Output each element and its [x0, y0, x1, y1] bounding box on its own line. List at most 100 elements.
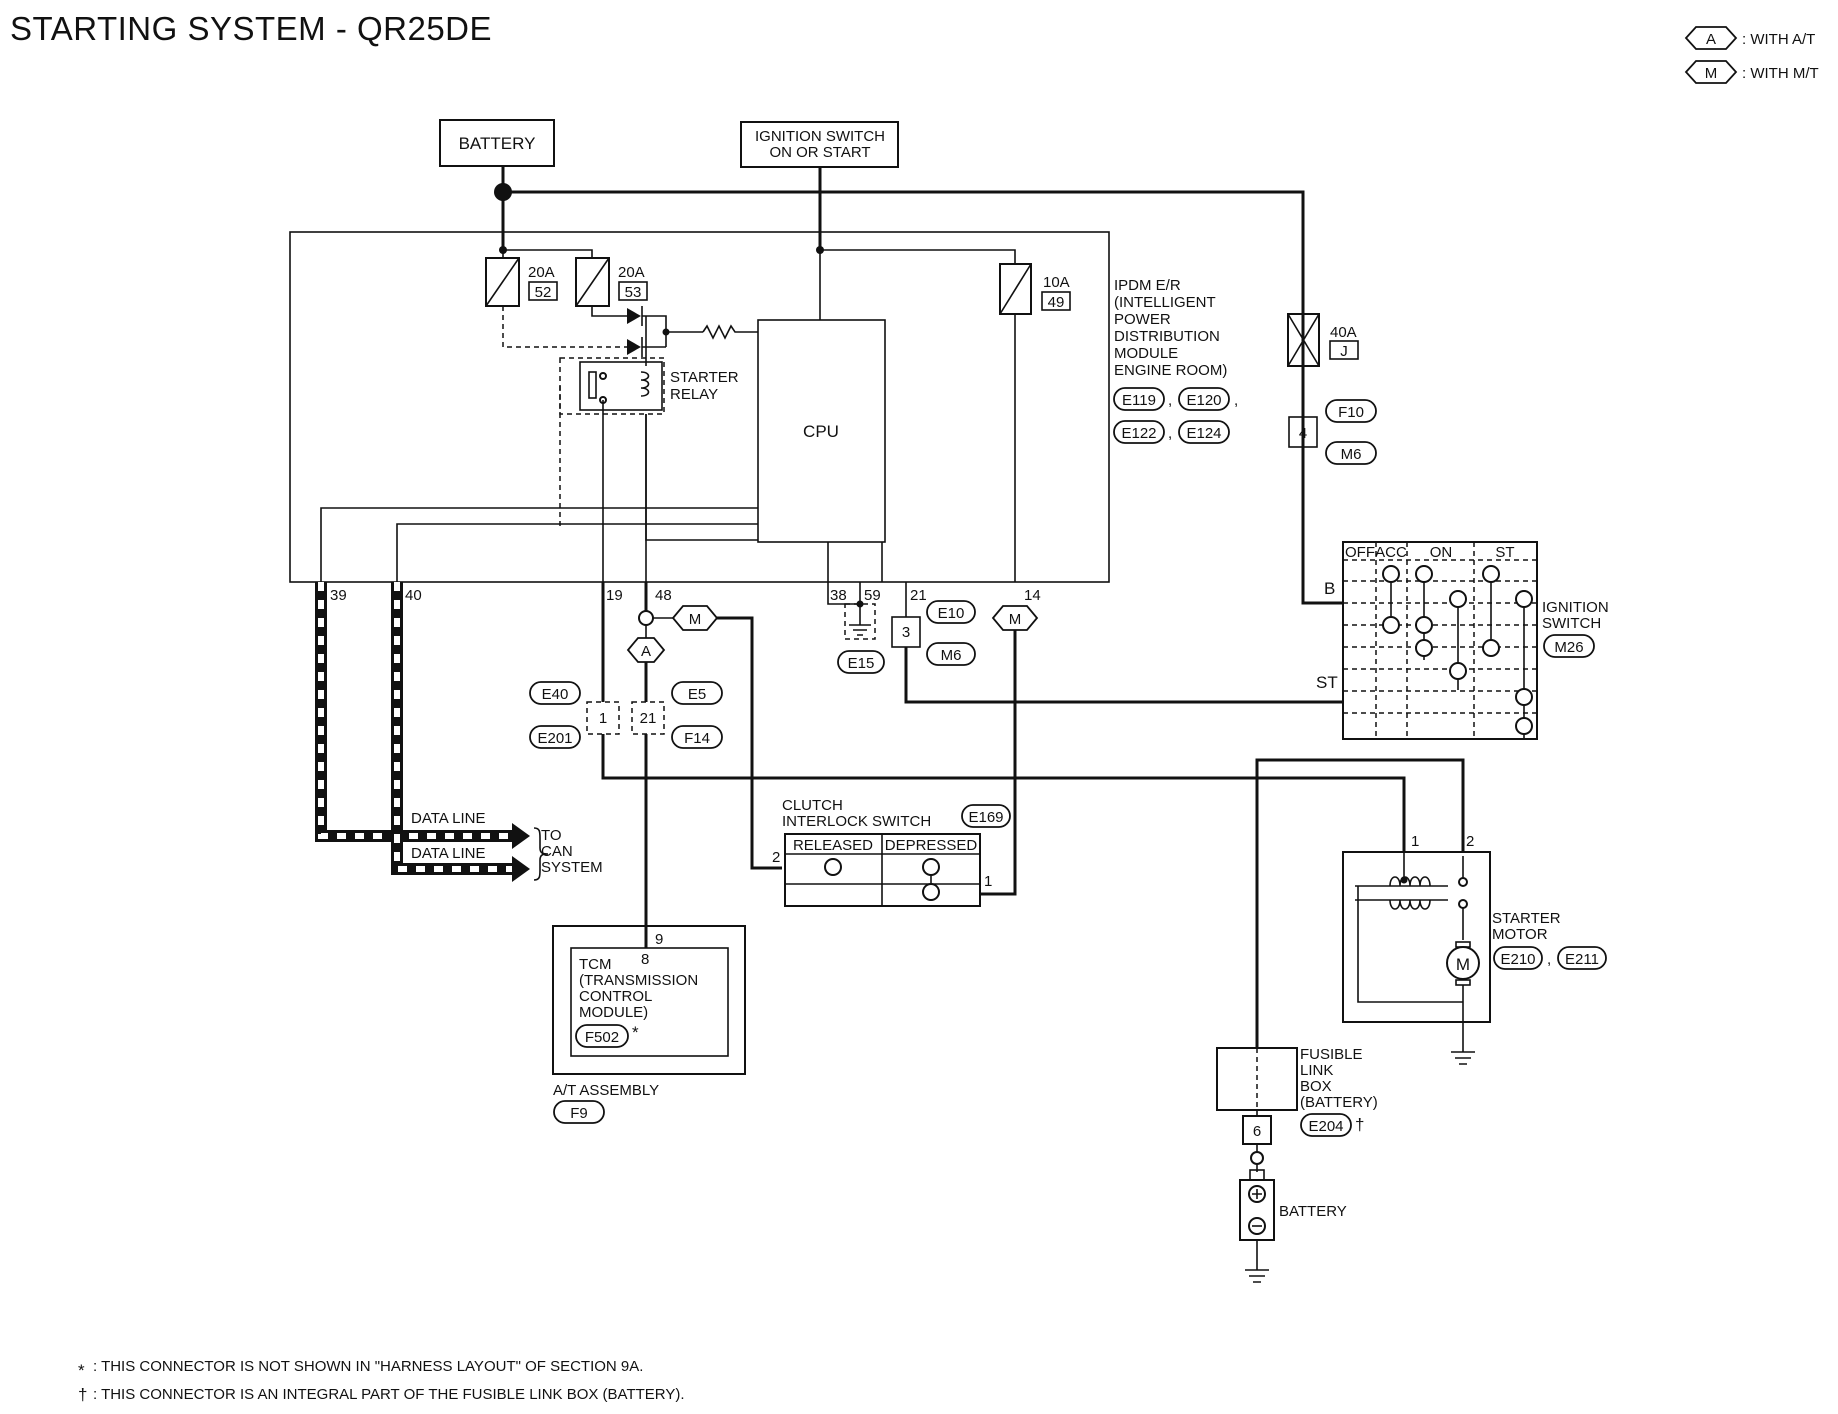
connector-e120: E120	[1186, 392, 1221, 409]
svg-text:CONTROL: CONTROL	[579, 988, 652, 1005]
svg-text:ON: ON	[1430, 544, 1453, 561]
svg-text:LINK: LINK	[1300, 1062, 1333, 1079]
fuse-53: 20A 53	[503, 249, 648, 317]
svg-text:BOX: BOX	[1300, 1078, 1332, 1095]
pin-14-path: M	[980, 605, 1039, 896]
connector-f14: F14	[684, 730, 710, 747]
fuse-49-num: 49	[1048, 294, 1065, 311]
to-can-2: CAN	[541, 843, 573, 860]
starter-pin-2: 2	[1466, 833, 1474, 850]
clutch-interlock-switch: CLUTCH INTERLOCK SWITCH E169 RELEASED DE…	[772, 797, 1011, 907]
connector-e122: E122	[1121, 425, 1156, 442]
can-internal-40	[396, 523, 758, 582]
footnote-2-symbol: †	[78, 1385, 87, 1404]
fuse-53-num: 53	[625, 284, 642, 301]
to-can-1: TO	[541, 827, 562, 844]
starter-motor-label1: STARTER	[1492, 910, 1561, 927]
ignition-row-b: B	[1324, 579, 1335, 598]
fuse-52-amp: 20A	[528, 264, 555, 281]
legend: A : WITH A/T M : WITH M/T	[1684, 26, 1819, 84]
connector-pin-4: 4	[1299, 425, 1307, 442]
clutch-label2: INTERLOCK SWITCH	[782, 813, 931, 830]
connector-pin-1: 1	[599, 710, 607, 727]
battery-feed-wires	[494, 166, 1343, 605]
can-data-lines: DATA LINE DATA LINE TO CAN SYSTEM	[315, 582, 603, 882]
fusible-link-box: 6 FUSIBLE LINK BOX (BATTERY) E204 †	[1216, 1046, 1378, 1172]
to-can-3: SYSTEM	[541, 859, 603, 876]
battery-source-box	[439, 119, 555, 167]
svg-text:59: 59	[864, 587, 881, 604]
ipdm-box	[289, 231, 1110, 583]
tcm-pin-9: 9	[655, 931, 663, 948]
svg-text:39: 39	[330, 587, 347, 604]
connector-e204: E204	[1308, 1118, 1343, 1135]
ignition-switch: OFF ACC ON ST B ST IGNITION SWITCH M26	[1316, 541, 1609, 740]
svg-text:FUSIBLE: FUSIBLE	[1300, 1046, 1363, 1063]
ignition-row-st: ST	[1316, 673, 1338, 692]
connector-m26: M26	[1554, 639, 1583, 656]
svg-text:DISTRIBUTION: DISTRIBUTION	[1114, 328, 1220, 345]
variant-a-symbol	[626, 637, 666, 663]
footnote-1-symbol: *	[78, 1361, 85, 1380]
connector-f10: F10	[1338, 404, 1364, 421]
starter-motor-label2: MOTOR	[1492, 926, 1548, 943]
connector-e15: E15	[848, 655, 875, 672]
connector-e5: E5	[688, 686, 706, 703]
svg-text:40: 40	[405, 587, 422, 604]
fusible-pin-6: 6	[1253, 1123, 1261, 1140]
connector-e124: E124	[1186, 425, 1221, 442]
connector-e119: E119	[1122, 392, 1156, 409]
fuse-49-amp: 10A	[1043, 274, 1070, 291]
svg-text:IPDM E/R: IPDM E/R	[1114, 277, 1181, 294]
legend-m-text: : WITH M/T	[1742, 65, 1819, 82]
svg-text:38: 38	[830, 587, 847, 604]
footnotes: * : THIS CONNECTOR IS NOT SHOWN IN "HARN…	[78, 1358, 685, 1404]
battery-bottom-label: BATTERY	[1279, 1203, 1347, 1220]
connector-e211: E211	[1565, 951, 1599, 968]
cpu-label: CPU	[803, 422, 839, 441]
connector-e10: E10	[938, 605, 965, 622]
fuse-49: 10A 49	[999, 263, 1071, 582]
connector-f502: F502	[585, 1029, 619, 1046]
connector-m6-right: M6	[1341, 446, 1362, 463]
pin-48-junction: M A	[626, 582, 782, 870]
pin-21-path: 3 E10 M6	[891, 582, 1343, 704]
footnote-2: : THIS CONNECTOR IS AN INTEGRAL PART OF …	[93, 1386, 685, 1403]
clutch-pin-2: 2	[772, 849, 780, 866]
tcm-assembly: 9 8 TCM (TRANSMISSION CONTROL MODULE) F5…	[552, 925, 746, 1124]
connector-pin-21: 21	[640, 710, 657, 727]
can-internal-39	[320, 507, 758, 582]
svg-text:14: 14	[1024, 587, 1041, 604]
svg-text:(INTELLIGENT: (INTELLIGENT	[1114, 294, 1216, 311]
variant-m-letter-2: M	[1009, 611, 1022, 628]
ignition-switch-label2: SWITCH	[1542, 615, 1601, 632]
svg-text:21: 21	[910, 587, 927, 604]
svg-text:(TRANSMISSION: (TRANSMISSION	[579, 972, 698, 989]
svg-text:19: 19	[606, 587, 623, 604]
relay-cpu-link	[645, 414, 758, 541]
starter-relay-label2: RELAY	[670, 386, 718, 403]
connector-m6-mid: M6	[941, 647, 962, 664]
clutch-label1: CLUTCH	[782, 797, 843, 814]
diagram-title: STARTING SYSTEM - QR25DE	[10, 10, 492, 47]
svg-text:,: ,	[1168, 425, 1172, 442]
starter-motor: 1 2 M STARTER MOTOR E210 , E211	[1255, 758, 1607, 1065]
battery-source-label: BATTERY	[459, 134, 536, 153]
variant-a-letter: A	[641, 643, 651, 660]
data-line-1: DATA LINE	[411, 810, 485, 827]
clutch-depressed: DEPRESSED	[885, 837, 978, 854]
fuse-40a-j: 40A J 4 F10 M6	[1287, 313, 1377, 465]
legend-a-text: : WITH A/T	[1742, 31, 1815, 48]
ground-e15: E15	[837, 600, 885, 674]
svg-text:ST: ST	[1495, 544, 1514, 561]
legend-a-letter: A	[1706, 31, 1716, 48]
fusible-dagger-mark: †	[1355, 1115, 1364, 1134]
tcm-star-mark: *	[632, 1023, 639, 1042]
starter-relay: STARTER RELAY	[559, 316, 739, 530]
fuse-52-num: 52	[535, 284, 552, 301]
connector-pin-3: 3	[902, 624, 910, 641]
svg-text:,: ,	[1234, 392, 1238, 409]
svg-text:OFF: OFF	[1345, 544, 1375, 561]
clutch-pin-1: 1	[984, 873, 992, 890]
svg-text:TCM: TCM	[579, 956, 612, 973]
